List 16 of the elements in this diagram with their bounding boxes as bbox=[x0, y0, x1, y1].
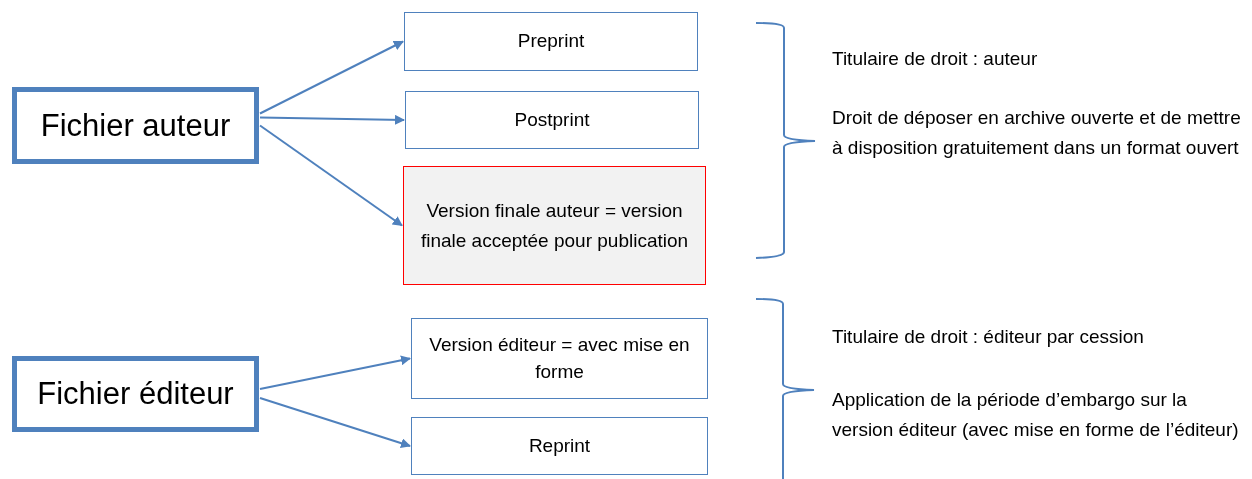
note-text: Application de la période d’embargo sur la version éditeur (avec mise en forme de l’éditeur) bbox=[832, 388, 1240, 443]
arrow bbox=[259, 124, 403, 227]
note-text: Droit de déposer en archive ouverte et de mettre à disposition gratuitement dans un format ouvert bbox=[832, 106, 1242, 161]
version-box: Version finale auteur = version finale acceptée pour publication bbox=[403, 166, 706, 285]
version-box: Preprint bbox=[404, 12, 698, 71]
file-box: Fichier éditeur bbox=[12, 356, 259, 432]
arrow bbox=[259, 397, 411, 448]
file-box: Fichier auteur bbox=[12, 87, 259, 164]
note-text: Titulaire de droit : auteur bbox=[832, 47, 1039, 71]
arrow bbox=[259, 355, 411, 390]
arrow bbox=[259, 40, 404, 115]
version-box: Postprint bbox=[405, 91, 699, 149]
version-box: Reprint bbox=[411, 417, 708, 475]
arrow bbox=[259, 114, 405, 125]
version-box: Version éditeur = avec mise en forme bbox=[411, 318, 708, 399]
note-text: Titulaire de droit : éditeur par cession bbox=[832, 325, 1145, 349]
